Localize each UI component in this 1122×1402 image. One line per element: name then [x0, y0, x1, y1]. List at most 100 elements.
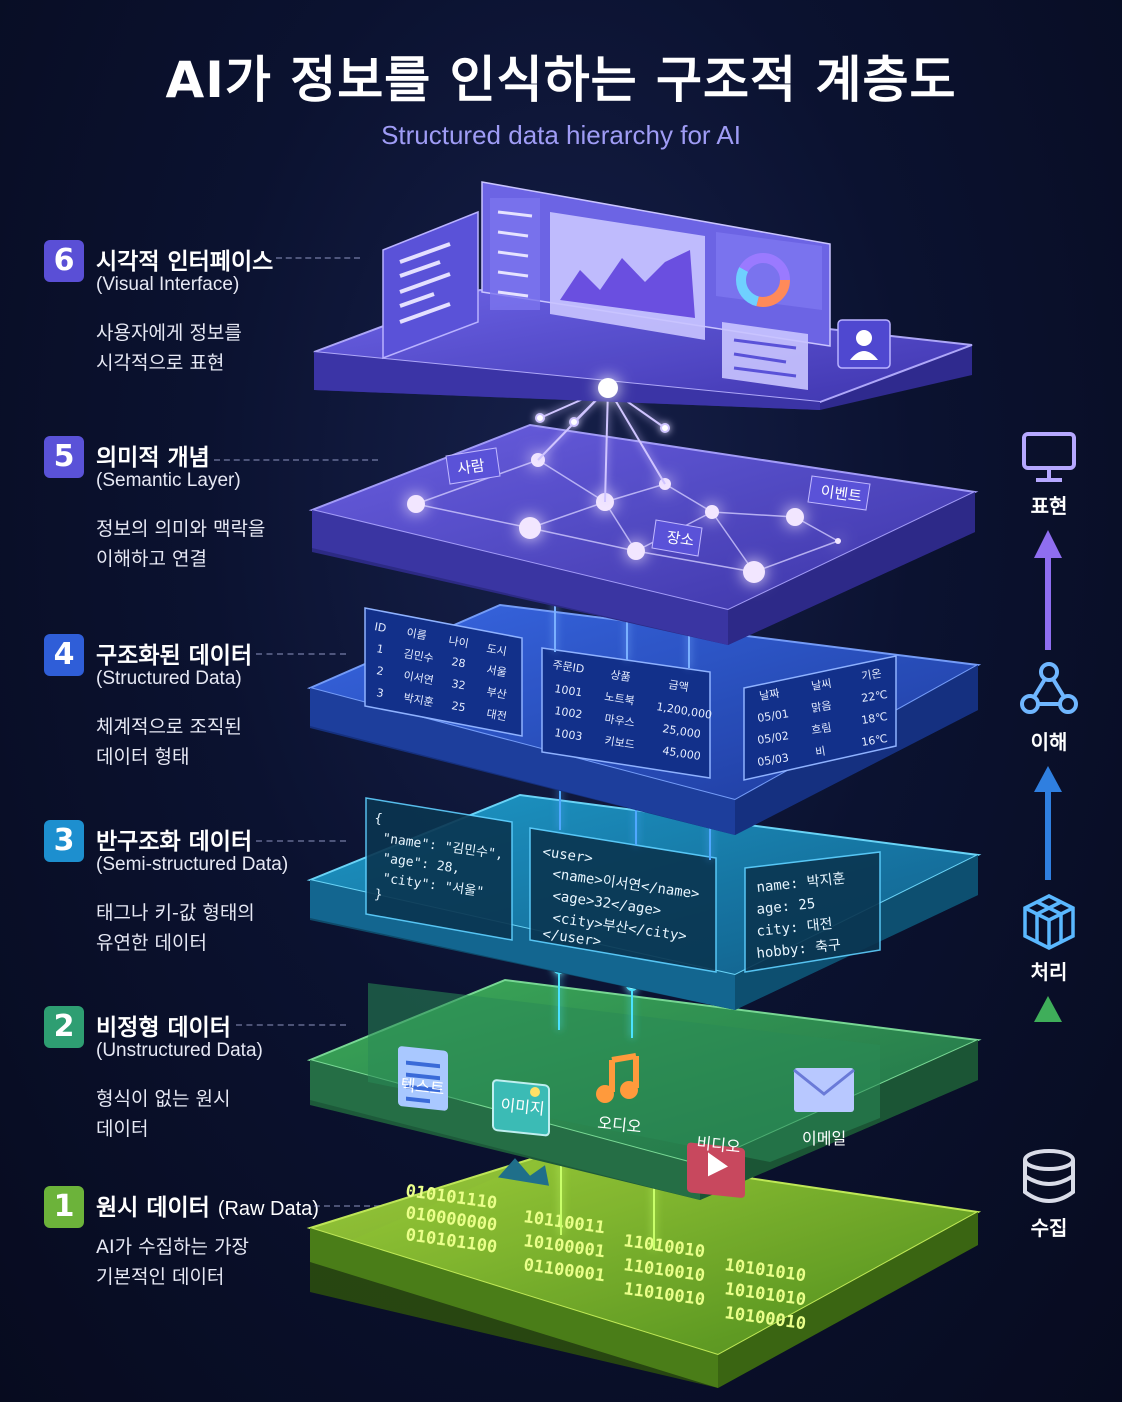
svg-text:주문ID: 주문ID	[552, 658, 586, 676]
area-chart-widget	[550, 212, 705, 340]
svg-text:부산: 부산	[485, 685, 507, 701]
layer-title-en: (Semantic Layer)	[96, 470, 241, 491]
page-subtitle: Structured data hierarchy for AI	[381, 120, 741, 150]
process-flow	[1020, 432, 1078, 1203]
svg-text:흐림: 흐림	[810, 721, 832, 737]
svg-text:1: 1	[375, 642, 384, 656]
layer-title-en: (Semi-structured Data)	[96, 854, 289, 875]
flow-step-present: 표현	[1030, 494, 1068, 518]
text-lines	[399, 242, 451, 324]
svg-text:28: 28	[450, 655, 466, 670]
leader-line	[236, 1024, 346, 1026]
image-icon	[492, 1079, 550, 1186]
hub-node	[598, 378, 618, 398]
node-tag-place: 장소	[651, 519, 703, 557]
svg-text:1001: 1001	[554, 682, 584, 699]
raw-data-layer: 010101110 010000000 010101100 10110011 1…	[306, 1148, 982, 1388]
flow-step-collect: 수집	[1030, 1216, 1068, 1240]
svg-text:도시: 도시	[485, 642, 507, 658]
svg-text:16℃: 16℃	[860, 732, 888, 749]
people-table: ID 이름 나이 도시 1 김민수 28 서울 2 이서연 32 부산 3 박지…	[373, 620, 507, 723]
audio-icon	[596, 1053, 639, 1103]
svg-text:3: 3	[375, 686, 384, 700]
layer-title-en: (Unstructured Data)	[96, 1040, 263, 1061]
layer-title-ko: 의미적 개념	[96, 445, 210, 471]
svg-text:25: 25	[450, 699, 466, 714]
layer-title-ko: 반구조화 데이터	[96, 829, 253, 855]
svg-text:나이: 나이	[447, 634, 469, 650]
svg-text:키보드: 키보드	[604, 734, 636, 752]
svg-text:32: 32	[450, 677, 466, 692]
semantic-network-nodes	[407, 453, 841, 583]
layer-title-en: (Visual Interface)	[96, 274, 240, 295]
svg-text:05/01: 05/01	[756, 707, 789, 725]
user-avatar-icon	[837, 319, 891, 369]
layer-number-badge: 6	[44, 240, 84, 282]
layer-number-badge: 1	[44, 1186, 84, 1228]
svg-text:1002: 1002	[554, 704, 584, 721]
email-item-label: 이메일	[802, 1129, 846, 1148]
weather-table: 날짜 날씨 기온 05/01 맑음 22℃ 05/02 흐림 18℃ 05/03…	[756, 667, 888, 769]
image-item-label: 이미지	[500, 1095, 546, 1119]
network-icon	[1020, 662, 1078, 714]
svg-text:서울: 서울	[485, 663, 507, 679]
svg-text:사람: 사람	[456, 456, 486, 478]
svg-text:05/03: 05/03	[756, 751, 789, 769]
flow-step-understand: 이해	[1030, 730, 1068, 754]
text-item-label: 텍스트	[400, 1075, 446, 1099]
svg-text:상품: 상품	[610, 668, 632, 684]
monitor-icon	[1022, 432, 1076, 482]
svg-text:장소: 장소	[665, 528, 695, 550]
svg-text:날씨: 날씨	[810, 677, 832, 693]
semantic-layer: 사람 이벤트 장소	[308, 423, 979, 645]
svg-text:<user>: <user>	[541, 844, 593, 867]
unstructured-layer: 텍스트 이미지 오디오 비디오 이메일	[306, 978, 982, 1200]
page-title: AI가 정보를 인식하는 구조적 계층도	[165, 51, 957, 109]
layer-title-ko: 원시 데이터 (Raw Data)	[96, 1195, 319, 1221]
svg-text:이름: 이름	[405, 626, 427, 642]
list-widget	[722, 322, 808, 390]
svg-text:2: 2	[375, 664, 384, 678]
svg-text:45,000: 45,000	[662, 744, 702, 763]
svg-text:이벤트: 이벤트	[819, 482, 863, 506]
node-tag-person: 사람	[445, 447, 501, 485]
svg-text:18℃: 18℃	[860, 710, 888, 727]
structured-layer: ID 이름 나이 도시 1 김민수 28 서울 2 이서연 32 부산 3 박지…	[306, 603, 982, 835]
svg-text:05/02: 05/02	[756, 729, 789, 747]
node-tag-event: 이벤트	[807, 475, 871, 511]
svg-text:ID: ID	[373, 620, 387, 635]
leader-line	[314, 1205, 380, 1207]
svg-text:{: {	[373, 811, 383, 827]
semi-structured-layer: { "name": "김민수", "age": 28, "city": "서울"…	[306, 793, 982, 1010]
svg-text:25,000: 25,000	[662, 722, 702, 741]
svg-text:비: 비	[814, 745, 826, 759]
leader-line	[256, 840, 346, 842]
layer-number-badge: 2	[44, 1006, 84, 1048]
email-icon	[793, 1068, 855, 1112]
svg-text:날짜: 날짜	[758, 687, 780, 703]
svg-text:이서연: 이서연	[402, 669, 434, 687]
layer-title-ko: 시각적 인터페이스	[96, 249, 274, 275]
layer-title-ko: 비정형 데이터	[96, 1015, 231, 1041]
svg-text:기온: 기온	[860, 667, 882, 683]
layer-number-badge: 5	[44, 436, 84, 478]
svg-text:노트북: 노트북	[604, 690, 636, 708]
sidebar-menu	[490, 198, 540, 310]
svg-text:금액: 금액	[668, 678, 690, 694]
svg-text:}: }	[373, 887, 383, 903]
visual-interface-layer	[313, 181, 973, 410]
donut-chart-widget	[716, 232, 822, 310]
svg-text:김민수: 김민수	[402, 647, 434, 665]
layer-title-en: (Structured Data)	[96, 668, 242, 689]
layer-title-ko: 구조화된 데이터	[96, 643, 253, 669]
svg-text:age: 25: age: 25	[756, 896, 816, 918]
svg-text:박지훈: 박지훈	[402, 691, 434, 709]
database-icon	[1023, 1149, 1075, 1203]
video-icon	[687, 1142, 745, 1198]
leader-line	[276, 257, 360, 259]
